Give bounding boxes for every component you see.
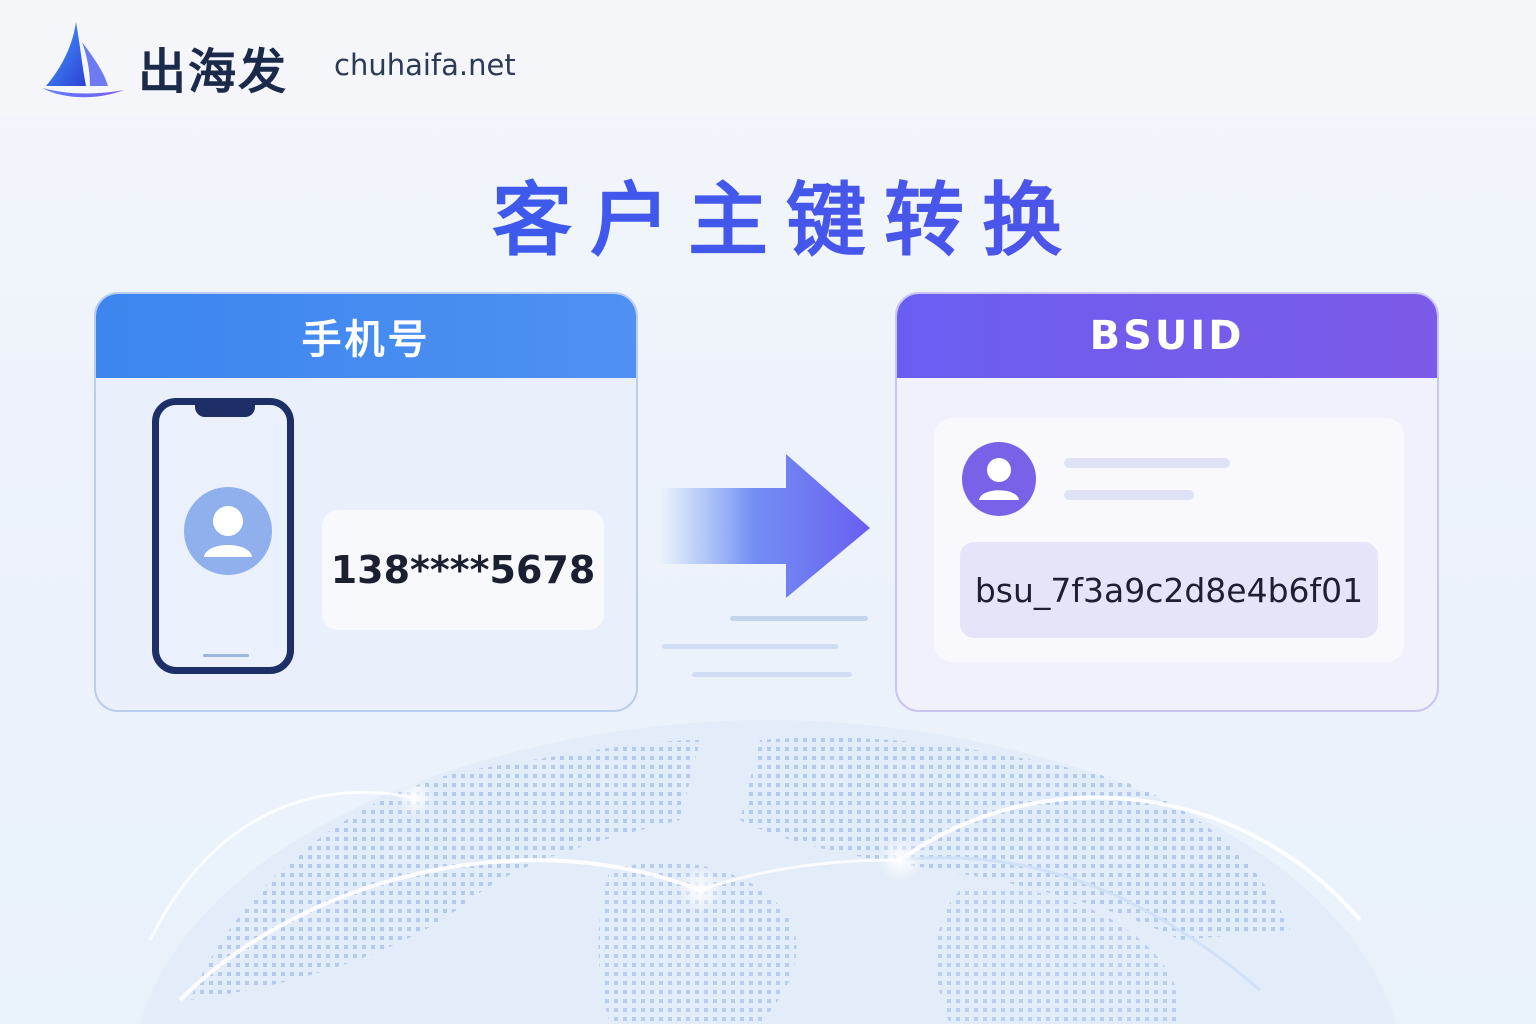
page-title: 客户主键转换 — [0, 156, 1536, 272]
user-avatar-icon — [184, 487, 272, 575]
sailboat-logo-icon — [42, 22, 124, 98]
phone-number-value: 138****5678 — [322, 510, 604, 630]
brand-name: 出海发 — [138, 44, 289, 100]
phone-card-header: 手机号 — [96, 294, 636, 378]
phone-home-bar — [203, 654, 249, 657]
brand-domain: chuhaifa.net — [334, 48, 516, 82]
phone-notch — [195, 403, 255, 417]
phone-number-card: 手机号 138****5678 — [94, 292, 638, 712]
user-avatar-icon — [962, 442, 1036, 516]
bsuid-card-header: BSUID — [897, 294, 1437, 378]
placeholder-line — [1064, 458, 1230, 468]
bsuid-profile-panel: bsu_7f3a9c2d8e4b6f01 — [934, 418, 1404, 662]
placeholder-line — [1064, 490, 1194, 500]
smartphone-icon — [152, 398, 294, 674]
bsuid-card: BSUID bsu_7f3a9c2d8e4b6f01 — [895, 292, 1439, 712]
arrow-right-icon — [660, 454, 870, 677]
bsuid-value: bsu_7f3a9c2d8e4b6f01 — [960, 542, 1378, 638]
world-map-icon — [140, 720, 1396, 1024]
header-bar: 出海发 chuhaifa.net — [0, 0, 1536, 116]
